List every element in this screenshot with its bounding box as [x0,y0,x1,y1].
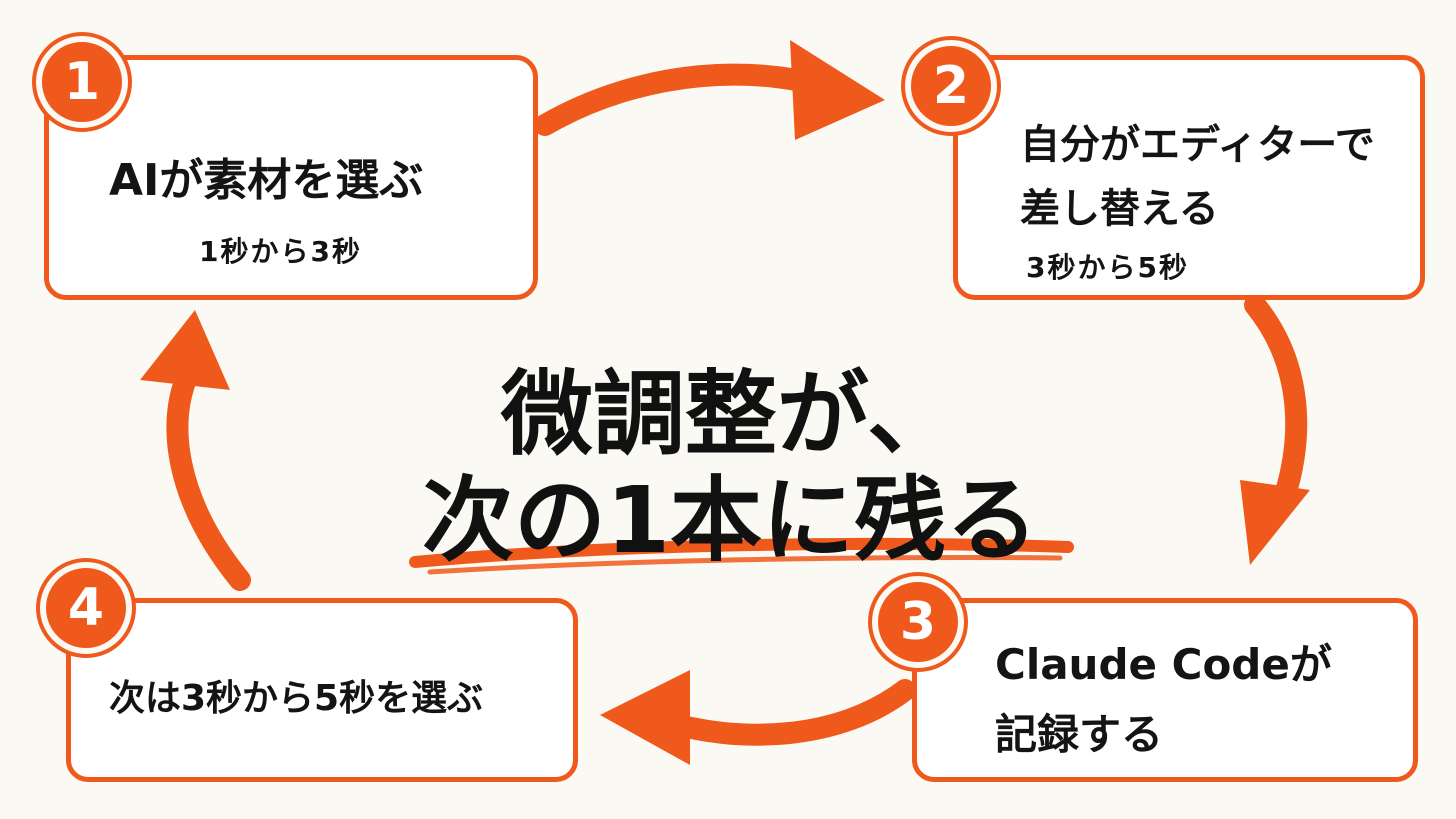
step-3-title-line1: Claude Codeが [995,640,1332,689]
step-2-duration: 3秒から5秒 [1026,251,1189,284]
arrow-step2-to-step3 [1240,294,1310,565]
step-3-box: Claude Codeが 記録する [912,598,1418,782]
center-headline-line1: 微調整が、 [500,361,960,468]
arrow-step4-to-step1 [140,310,251,591]
step-3-title-line2: 記録する [995,710,1164,759]
step-1-duration: 1秒から3秒 [199,235,362,268]
step-4-number-badge: 4 [40,562,132,654]
arrow-step3-to-step4 [600,670,916,765]
step-1-title: AIが素材を選ぶ [109,155,424,206]
arrow-step1-to-step2 [534,40,885,140]
step-1-number-badge: 1 [36,36,128,128]
step-3-number-badge: 3 [872,576,964,668]
step-2-title-line2: 差し替える [1020,186,1219,232]
step-1-box: AIが素材を選ぶ 1秒から3秒 [44,55,538,300]
center-headline-line2: 次の1本に残る [421,467,1038,574]
center-underline [409,537,1074,575]
step-4-title: 次は3秒から5秒を選ぶ [109,678,484,719]
step-2-box: 自分がエディターで 差し替える 3秒から5秒 [953,55,1425,300]
step-2-title-line1: 自分がエディターで [1020,122,1375,168]
step-2-number-badge: 2 [905,40,997,132]
step-4-box: 次は3秒から5秒を選ぶ [66,598,578,782]
